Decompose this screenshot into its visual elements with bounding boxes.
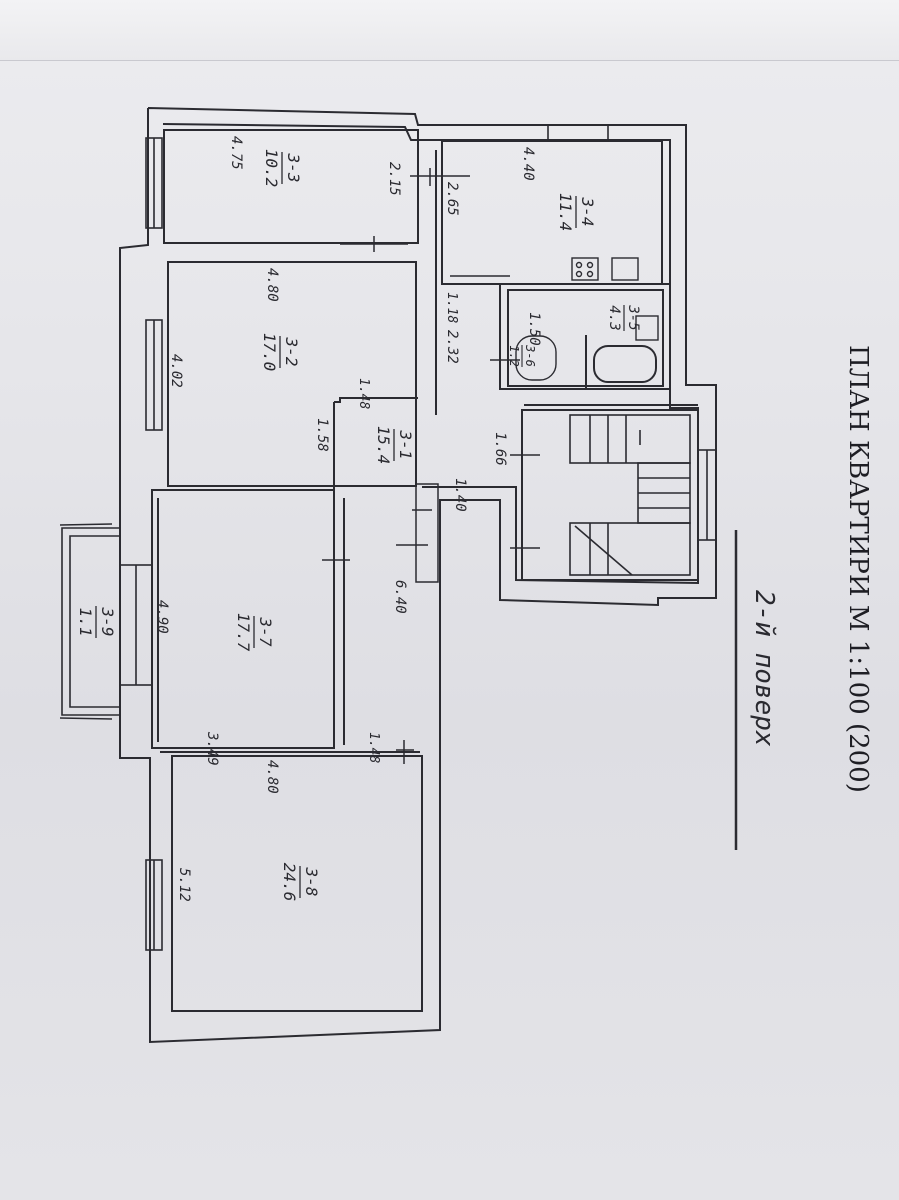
room-area: 1.2 (507, 345, 521, 367)
room-id: 3-4 (578, 197, 597, 227)
room-3-9: 3-9 1.1 (76, 606, 117, 638)
room-id: 3-7 (256, 617, 275, 647)
room-id: 3-5 (625, 304, 641, 330)
dim-label: 4.75 (228, 136, 244, 170)
room-3-8: 3-8 24.6 (280, 863, 321, 902)
dim-label: 4.90 (154, 600, 170, 634)
dim-label: 1.48 (366, 732, 381, 763)
kitchen-fixtures (515, 257, 659, 381)
room-area: 10.2 (262, 149, 281, 188)
room-3-4: 3-4 11.4 (556, 193, 597, 232)
room-area: 17.7 (234, 613, 253, 652)
dim-label: 1.50 (526, 312, 542, 346)
room-area: 15.4 (374, 426, 393, 465)
stair-lines (569, 414, 691, 576)
dim-label: 2.15 (386, 162, 402, 196)
room-id: 3-9 (98, 607, 117, 637)
room-id: 3-1 (396, 430, 415, 460)
floor-block: 2-й поверх (734, 530, 779, 850)
dimension-labels: 4.75 2.15 2.65 4.40 4.80 1.18 2.32 1.50 … (154, 136, 542, 902)
dim-label: 1.40 (452, 478, 468, 512)
paper-fold (0, 0, 899, 61)
windows (119, 124, 717, 951)
dim-label: 6.40 (392, 580, 408, 614)
room-id: 3-6 (523, 344, 537, 367)
dim-label: 4.80 (264, 760, 280, 794)
room-3-1: 3-1 15.4 (374, 426, 415, 465)
dim-label: 1.48 (356, 378, 371, 409)
room-3-5: 3-5 4.3 (606, 304, 641, 331)
door-ticks (322, 168, 540, 764)
title-block: ПЛАН КВАРТИРИ М 1:100 (200) (843, 345, 873, 793)
dim-label: 5.12 (176, 868, 192, 902)
plan-walls (119, 107, 717, 1044)
floor-label: 2-й поверх (749, 590, 779, 747)
dim-label: 1.58 (314, 418, 330, 452)
dim-label: 4.40 (520, 147, 536, 181)
room-area: 1.1 (76, 608, 95, 637)
room-id: 3-3 (284, 153, 303, 183)
room-area: 17.0 (260, 333, 279, 372)
room-area: 24.6 (280, 863, 299, 902)
dim-label: 4.80 (264, 268, 280, 302)
balcony-3-9 (59, 523, 120, 720)
room-area: 4.3 (606, 305, 622, 330)
room-3-2: 3-2 17.0 (260, 333, 301, 372)
room-id: 3-2 (282, 337, 301, 367)
room-area: 11.4 (556, 193, 575, 232)
dim-label: 3.49 (204, 731, 220, 766)
dim-label: 2.32 (444, 330, 460, 364)
plan-title: ПЛАН КВАРТИРИ М 1:100 (200) (843, 345, 873, 793)
dim-label: 1.18 (444, 292, 459, 323)
dim-label: 1.66 (492, 432, 508, 466)
room-3-7: 3-7 17.7 (234, 613, 275, 652)
room-id: 3-8 (302, 867, 321, 897)
dim-label: 4.02 (168, 354, 184, 388)
room-3-3: 3-3 10.2 (262, 149, 303, 188)
room-3-6: 3-6 1.2 (507, 344, 537, 367)
dim-label: 2.65 (444, 182, 460, 216)
